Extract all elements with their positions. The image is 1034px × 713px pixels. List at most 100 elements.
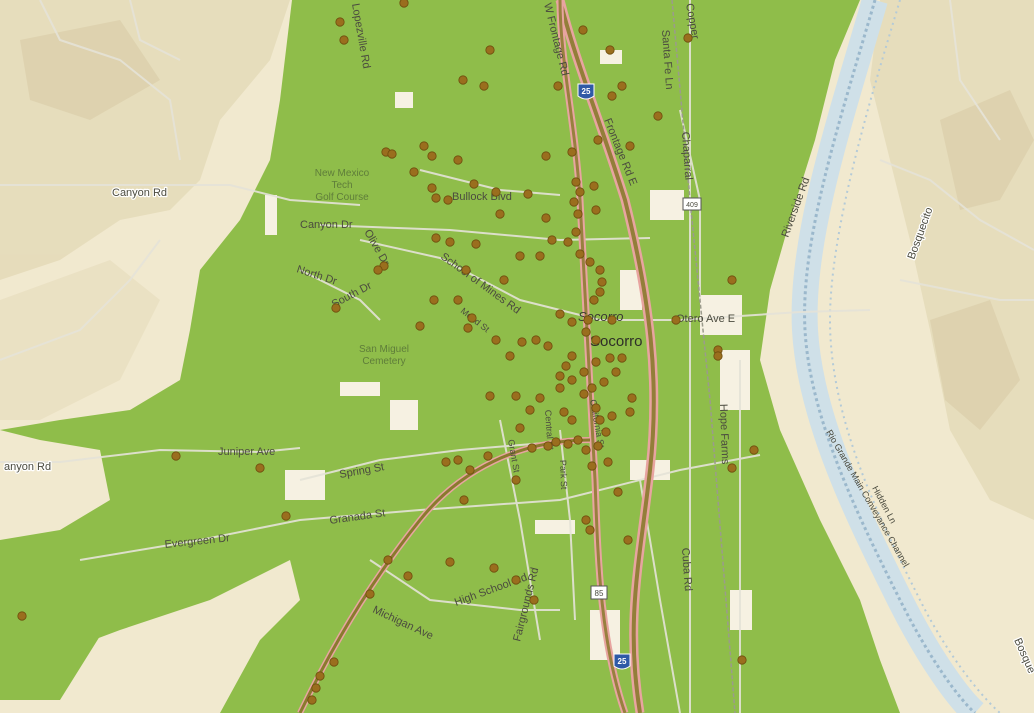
map-point[interactable] (559, 407, 569, 417)
map-point[interactable] (571, 227, 581, 237)
map-point[interactable] (551, 437, 561, 447)
map-point[interactable] (553, 81, 563, 91)
map-point[interactable] (589, 181, 599, 191)
map-point[interactable] (727, 463, 737, 473)
map-point[interactable] (315, 671, 325, 681)
map-point[interactable] (365, 589, 375, 599)
map-point[interactable] (575, 187, 585, 197)
map-point[interactable] (617, 81, 627, 91)
map-point[interactable] (713, 351, 723, 361)
map-point[interactable] (307, 695, 317, 705)
map-point[interactable] (581, 327, 591, 337)
map-point[interactable] (429, 295, 439, 305)
map-point[interactable] (511, 575, 521, 585)
map-point[interactable] (491, 335, 501, 345)
map-point[interactable] (335, 17, 345, 27)
map-point[interactable] (329, 657, 339, 667)
map-point[interactable] (555, 309, 565, 319)
map-point[interactable] (601, 427, 611, 437)
map-point[interactable] (453, 455, 463, 465)
map-point[interactable] (563, 439, 573, 449)
map-point[interactable] (625, 407, 635, 417)
map-point[interactable] (531, 335, 541, 345)
map-point[interactable] (373, 265, 383, 275)
map-point[interactable] (671, 315, 681, 325)
map-point[interactable] (591, 357, 601, 367)
map-point[interactable] (523, 189, 533, 199)
map-point[interactable] (403, 571, 413, 581)
map-point[interactable] (573, 435, 583, 445)
map-point[interactable] (585, 525, 595, 535)
map-point[interactable] (627, 393, 637, 403)
map-point[interactable] (517, 337, 527, 347)
map-point[interactable] (485, 391, 495, 401)
map-point[interactable] (255, 463, 265, 473)
map-point[interactable] (511, 391, 521, 401)
map-point[interactable] (593, 135, 603, 145)
map-point[interactable] (445, 557, 455, 567)
map-point[interactable] (589, 295, 599, 305)
map-point[interactable] (607, 315, 617, 325)
map-point[interactable] (543, 441, 553, 451)
map-point[interactable] (535, 251, 545, 261)
map-point[interactable] (529, 595, 539, 605)
map-point[interactable] (617, 353, 627, 363)
map-point[interactable] (583, 315, 593, 325)
map-point[interactable] (383, 555, 393, 565)
map-point[interactable] (489, 563, 499, 573)
map-point[interactable] (445, 237, 455, 247)
map-point[interactable] (461, 265, 471, 275)
map-point[interactable] (541, 213, 551, 223)
map-point[interactable] (427, 151, 437, 161)
map-point[interactable] (561, 361, 571, 371)
map-point[interactable] (593, 441, 603, 451)
map-point[interactable] (597, 277, 607, 287)
map-point[interactable] (543, 341, 553, 351)
map-point[interactable] (415, 321, 425, 331)
map-point[interactable] (547, 235, 557, 245)
map-point[interactable] (727, 275, 737, 285)
map-point[interactable] (569, 197, 579, 207)
map-point[interactable] (605, 45, 615, 55)
map-point[interactable] (625, 141, 635, 151)
map-point[interactable] (443, 195, 453, 205)
map-point[interactable] (607, 411, 617, 421)
map-point[interactable] (595, 265, 605, 275)
map-point[interactable] (515, 251, 525, 261)
map-point[interactable] (578, 25, 588, 35)
map-point[interactable] (575, 249, 585, 259)
map-point[interactable] (535, 393, 545, 403)
map-point[interactable] (567, 375, 577, 385)
map-point[interactable] (587, 383, 597, 393)
map-point[interactable] (399, 0, 409, 8)
map-point[interactable] (485, 45, 495, 55)
map-point[interactable] (453, 295, 463, 305)
map-point[interactable] (471, 239, 481, 249)
map-point[interactable] (579, 367, 589, 377)
map-point[interactable] (591, 335, 601, 345)
map-point[interactable] (541, 151, 551, 161)
map-point[interactable] (171, 451, 181, 461)
map-point[interactable] (563, 237, 573, 247)
map-point[interactable] (431, 233, 441, 243)
map-point[interactable] (311, 683, 321, 693)
map-point[interactable] (463, 323, 473, 333)
map-point[interactable] (567, 317, 577, 327)
map-point[interactable] (585, 257, 595, 267)
map-point[interactable] (603, 457, 613, 467)
map-point[interactable] (479, 81, 489, 91)
map-point[interactable] (653, 111, 663, 121)
map-point[interactable] (459, 495, 469, 505)
map-point[interactable] (555, 383, 565, 393)
map-point[interactable] (458, 75, 468, 85)
map-point[interactable] (17, 611, 27, 621)
map-point[interactable] (453, 155, 463, 165)
map-point[interactable] (409, 167, 419, 177)
map-point[interactable] (281, 511, 291, 521)
map-point[interactable] (749, 445, 759, 455)
map-point[interactable] (515, 423, 525, 433)
map-point[interactable] (511, 475, 521, 485)
map-point[interactable] (339, 35, 349, 45)
map-point[interactable] (491, 187, 501, 197)
